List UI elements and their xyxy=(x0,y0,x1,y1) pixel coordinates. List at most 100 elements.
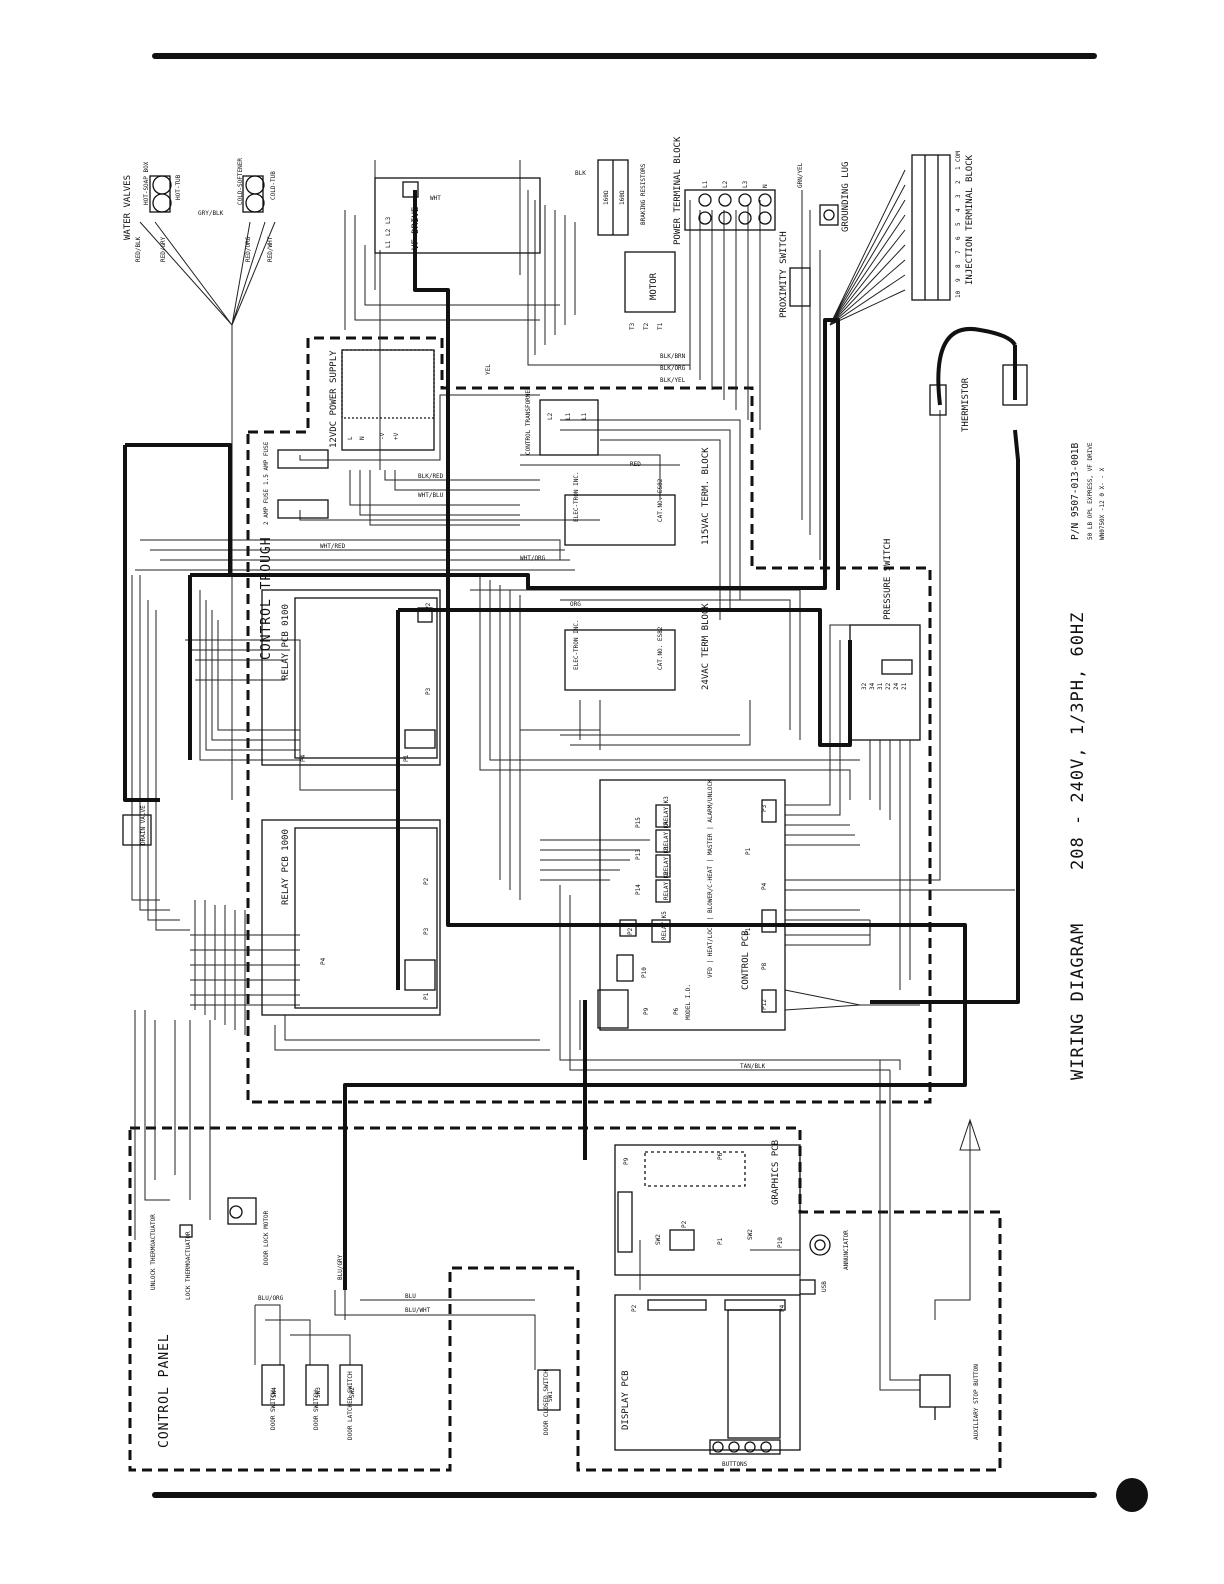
elec-tron-115: ELEC-TRON INC. xyxy=(573,471,580,522)
inj-5: 5 xyxy=(955,222,962,226)
gfx-p6: P6 xyxy=(717,1152,724,1160)
gfx-sw2-a: SW2 xyxy=(655,1234,662,1245)
ctrl-p13: P13 xyxy=(635,849,642,860)
fuse-2-label: 2 AMP FUSE xyxy=(263,488,270,525)
ctrl-p6: P6 xyxy=(673,1007,680,1015)
motor-t3: T3 xyxy=(629,322,636,330)
inj-com: COM xyxy=(955,151,962,162)
vfd-l1: L1 xyxy=(385,240,392,248)
wire-labels: RED/BLK RED/GRY RED/ORG RED/WHT BLK/BRN … xyxy=(135,162,804,1314)
graphics-pcb-label: GRAPHICS PCB xyxy=(771,1140,781,1205)
term-block-115-label: 115VAC TERM. BLOCK xyxy=(701,447,711,545)
vfd-l2: L2 xyxy=(385,228,392,236)
ctrl-p3: P3 xyxy=(761,804,768,812)
injection-terminal-block-label: INJECTION TERMINAL BLOCK xyxy=(965,154,975,285)
auxiliary-stop-button-label: AUXILIARY STOP BUTTON xyxy=(973,1364,980,1440)
relay-k1: RELAY K1 xyxy=(663,846,670,875)
water-valves-label: WATER VALVES xyxy=(123,175,133,240)
wire-label: GRY/BLK xyxy=(198,210,224,217)
door-switch-label: DOOR SWITCH xyxy=(270,1390,277,1430)
wire-label: RED xyxy=(630,461,641,468)
inj-9: 9 xyxy=(955,278,962,282)
page-badge xyxy=(1116,1478,1148,1512)
motor-label: MOTOR xyxy=(649,272,659,300)
cold-tub-label: COLD-TUB xyxy=(270,171,277,200)
transformer-l2: L2 xyxy=(547,412,554,420)
wire-label: GRN/YEL xyxy=(797,162,804,188)
resistor-value-1: 160Ω xyxy=(603,190,610,205)
gfx-p1: P1 xyxy=(717,1237,724,1245)
ps-34: 34 xyxy=(869,682,876,690)
wire-label: BLK xyxy=(575,170,586,177)
gfx-p2: P2 xyxy=(681,1220,688,1228)
inj-4: 4 xyxy=(955,208,962,212)
control-pcb-functions: VFD | HEAT/LOCK | BLOWER/C-HEAT | MASTER… xyxy=(707,779,714,978)
unlock-thermoactuator-label: UNLOCK THERMOACTUATOR xyxy=(150,1214,157,1290)
power-l3: L3 xyxy=(742,180,749,188)
model-id-label: MODEL I.D. xyxy=(685,984,692,1020)
power-l2: L2 xyxy=(722,180,729,188)
relay-k3: RELAY K3 xyxy=(663,796,670,825)
hot-soap-box-label: HOT-SOAP BOX xyxy=(143,161,150,205)
supply-minus-v: -V xyxy=(379,432,386,440)
hot-tub-label: HOT-TUB xyxy=(175,174,182,200)
bottom-rule xyxy=(152,1492,1097,1498)
braking-resistors-label: BRAKING RESISTORS xyxy=(640,163,647,225)
wire-label: BLK/RED xyxy=(418,473,444,480)
gfx-sw2-b: SW2 xyxy=(747,1229,754,1240)
relay-pcb-1000-label: RELAY PCB 1000 xyxy=(281,829,291,905)
inj-3: 3 xyxy=(955,194,962,198)
relay-pcb-0100-label: RELAY PCB 0100 xyxy=(281,604,291,680)
buttons-label: BUTTONS xyxy=(722,1461,748,1468)
relay0100-p3: P3 xyxy=(425,687,432,695)
supply-plus-v: +V xyxy=(393,432,400,440)
relay1000-p1: P1 xyxy=(423,992,430,1000)
gfx-p9: P9 xyxy=(623,1157,630,1165)
vfd-l3: L3 xyxy=(385,216,392,224)
inj-7: 7 xyxy=(955,250,962,254)
supply-l: L xyxy=(347,436,354,440)
resistor-value-2: 160Ω xyxy=(619,190,626,205)
ctrl-p9: P9 xyxy=(643,1007,650,1015)
ps-32: 32 xyxy=(861,682,868,690)
wire-label: RED/WHT xyxy=(267,236,274,262)
relay0100-p2: P2 xyxy=(425,602,432,610)
door-latched-switch-label: DOOR LATCHED SWITCH xyxy=(347,1371,354,1440)
wire-label: BLU/ORG xyxy=(258,1295,284,1302)
control-pcb-label: CONTROL PCB xyxy=(741,930,751,990)
cold-softener-label: COLD-SOFTENER xyxy=(237,158,244,205)
control-panel-label: CONTROL PANEL xyxy=(157,1333,172,1448)
wire-label: WHT/BLU xyxy=(418,492,444,499)
display-pcb-label: DISPLAY PCB xyxy=(621,1370,631,1430)
diagram-title: WIRING DIAGRAM xyxy=(1068,923,1088,1080)
ps-22: 22 xyxy=(885,682,892,690)
disp-p2: P2 xyxy=(631,1304,638,1312)
motor-t1: T1 xyxy=(657,322,664,330)
power-l1: L1 xyxy=(702,180,709,188)
ctrl-p8: P8 xyxy=(761,962,768,970)
wire-label: BLU/WHT xyxy=(405,1307,431,1314)
terminal-labels: L1 L2 L3 N T3 T2 T1 L1 L2 L3 10 9 8 7 6 … xyxy=(271,151,962,1402)
inj-10: 10 xyxy=(955,290,962,298)
wire-label: RED/ORG xyxy=(245,236,252,262)
ctrl-p1: P1 xyxy=(745,847,752,855)
power-n: N xyxy=(762,184,769,188)
wire-label: BLK/ORG xyxy=(660,365,686,372)
part-number: P/N 9507-013-001B xyxy=(1070,442,1081,540)
motor-t2: T2 xyxy=(643,322,650,330)
ctrl-p2: P2 xyxy=(627,927,634,935)
ctrl-p11: P11 xyxy=(745,924,752,935)
ctrl-p4: P4 xyxy=(761,882,768,890)
thin-wires xyxy=(131,160,1015,1391)
wire-label: WHT/ORG xyxy=(520,555,546,562)
relay0100-p1: P1 xyxy=(403,754,410,762)
switch-sw3: SW3 xyxy=(315,1387,322,1398)
inj-2: 2 xyxy=(955,180,962,184)
switch-sw1: SW1 xyxy=(547,1391,554,1402)
wire-label: RED/GRY xyxy=(160,236,167,262)
relay1000-p3: P3 xyxy=(423,927,430,935)
door-switch-label-2: DOOR SWITCH xyxy=(313,1390,320,1430)
wire-label: WHT xyxy=(430,195,441,202)
usb-label: USB xyxy=(821,1281,828,1292)
power-terminal-block-label: POWER TERMINAL BLOCK xyxy=(673,136,683,245)
